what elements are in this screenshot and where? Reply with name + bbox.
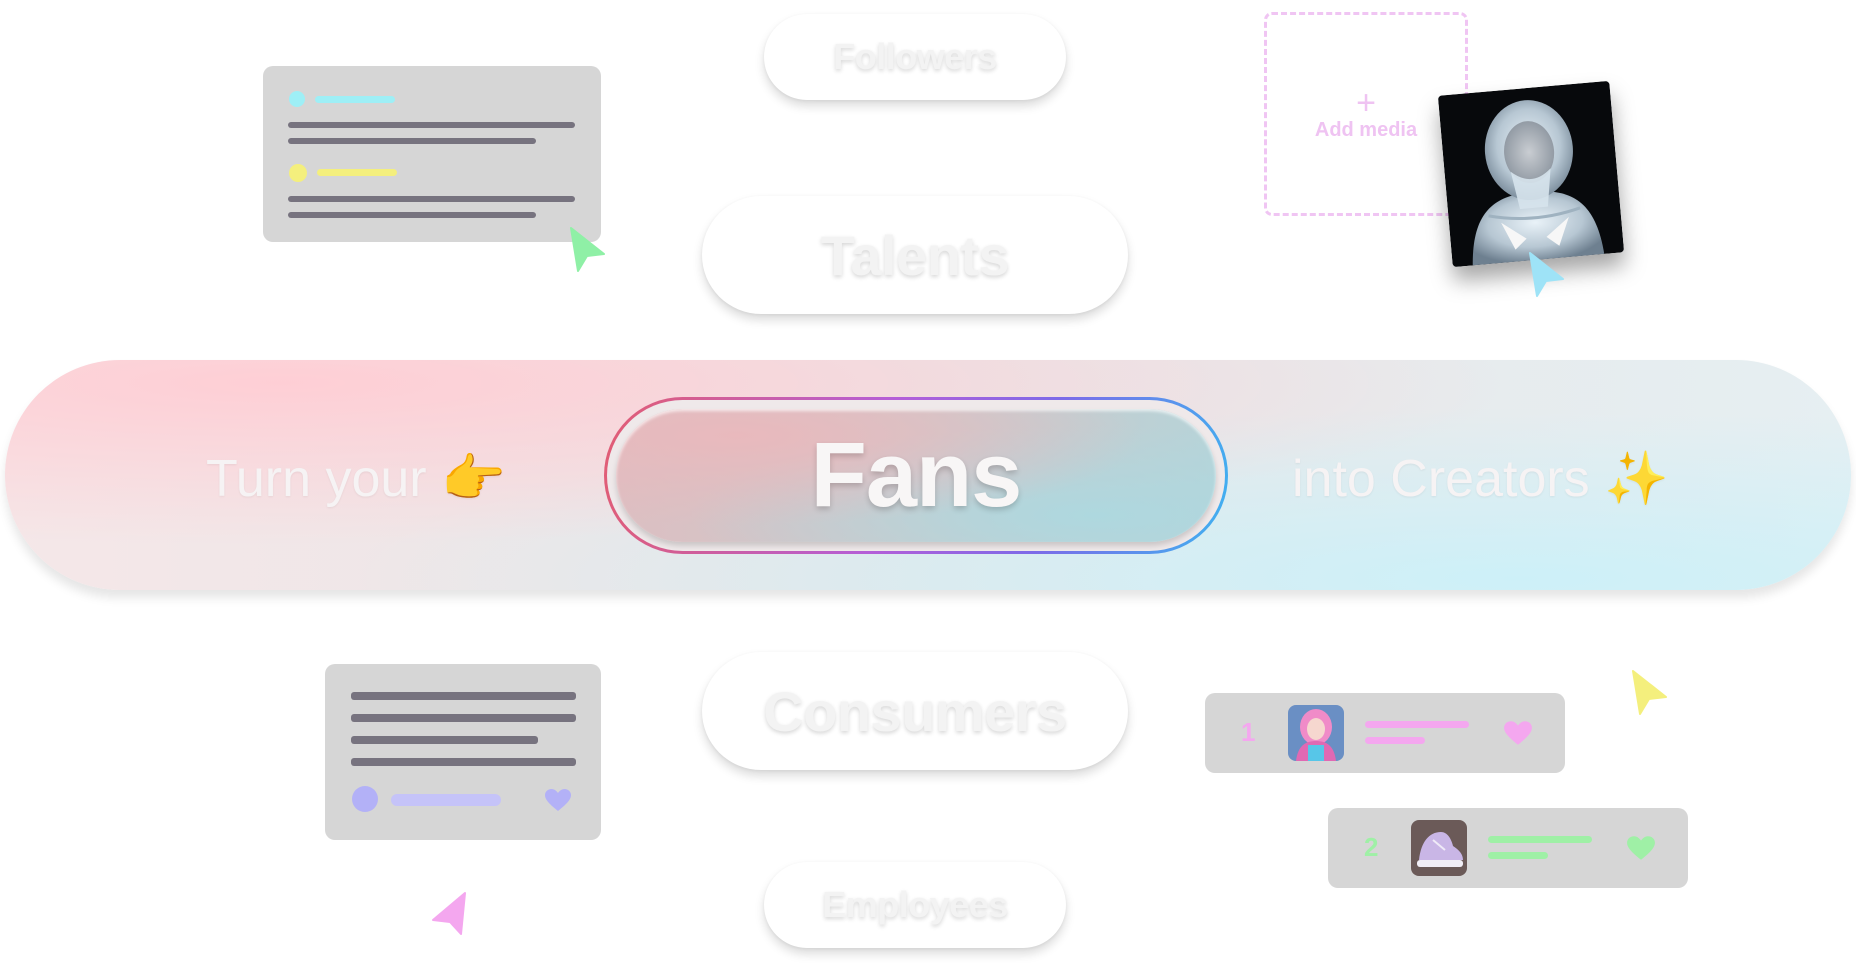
plus-icon: + [1356, 83, 1376, 122]
consumers-label: Consumers [763, 679, 1067, 743]
text-line [288, 196, 575, 202]
cursor-arrow-icon [432, 892, 466, 935]
comment-card-bottom [325, 664, 601, 840]
lavender-dot [352, 786, 378, 812]
into-creators-label: into Creators [1292, 450, 1590, 508]
pointing-hand-icon: 👉 [441, 450, 506, 508]
followers-pill[interactable]: Followers [764, 14, 1066, 100]
talents-pill[interactable]: Talents [702, 196, 1128, 314]
avatar [1288, 705, 1344, 761]
band-left-text: Turn your 👉 [206, 448, 506, 509]
lavender-bar [391, 794, 501, 806]
heart-icon[interactable] [1503, 720, 1533, 746]
cyan-dot [289, 91, 305, 107]
text-line [351, 714, 576, 722]
astronaut-image [1437, 80, 1625, 268]
pink-bar [1365, 721, 1469, 728]
text-line [288, 138, 536, 144]
turn-your-label: Turn your [206, 450, 427, 508]
astronaut-photo [1437, 80, 1625, 268]
text-line [351, 758, 576, 766]
fans-highlight[interactable]: Fans [604, 397, 1228, 554]
add-media-dropzone[interactable]: + Add media [1264, 12, 1468, 216]
cyan-bar [315, 96, 395, 103]
green-bar [1488, 852, 1548, 859]
fans-word: Fans [810, 424, 1023, 526]
pink-bar [1365, 737, 1425, 744]
text-line [288, 122, 575, 128]
talents-label: Talents [820, 223, 1010, 287]
band-right-text: into Creators ✨ [1292, 448, 1669, 509]
text-line [351, 736, 538, 744]
cursor-arrow-icon [1632, 670, 1667, 715]
yellow-bar [317, 169, 397, 176]
green-bar [1488, 836, 1592, 843]
heart-icon[interactable] [1626, 835, 1656, 861]
consumers-pill[interactable]: Consumers [702, 652, 1128, 770]
heart-icon[interactable] [544, 788, 572, 812]
add-media-label: Add media [1314, 118, 1418, 141]
fans-pill: Fans [616, 409, 1216, 542]
employees-pill[interactable]: Employees [764, 862, 1066, 948]
text-line [288, 212, 536, 218]
sneaker-thumbnail [1411, 820, 1467, 876]
rank-number: 2 [1364, 832, 1379, 862]
rank-number: 1 [1241, 717, 1256, 747]
text-line [351, 692, 576, 700]
cursor-arrow-icon [1529, 252, 1564, 297]
yellow-dot [289, 164, 307, 182]
followers-label: Followers [833, 36, 997, 77]
sparkles-icon: ✨ [1604, 450, 1669, 508]
cursor-arrow-icon [570, 227, 605, 272]
message-card-top [263, 66, 601, 242]
employees-label: Employees [822, 884, 1008, 925]
ranking-row-2[interactable]: 2 [1328, 808, 1688, 888]
ranking-row-1[interactable]: 1 [1205, 693, 1565, 773]
